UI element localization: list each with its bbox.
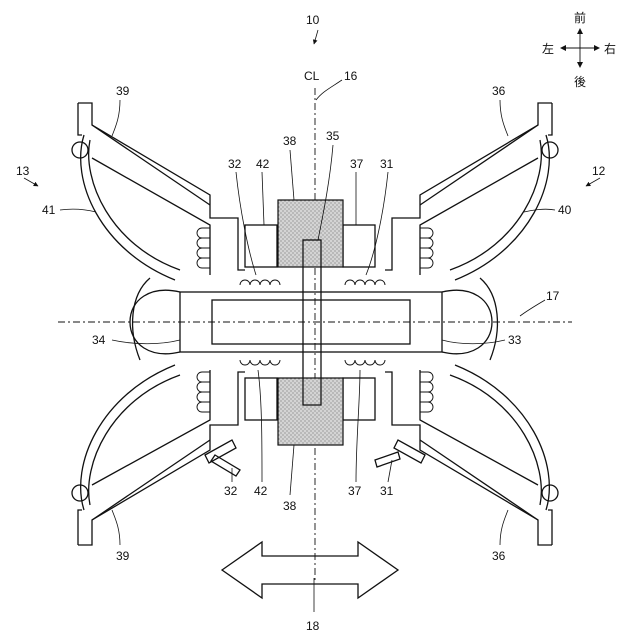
label-31-bottom: 31 xyxy=(380,484,394,498)
label-42-top: 42 xyxy=(256,157,270,171)
coil-lower-right xyxy=(345,360,385,365)
label-37-top: 37 xyxy=(350,157,364,171)
label-33: 33 xyxy=(508,333,522,347)
label-36-bottom: 36 xyxy=(492,549,506,563)
direction-compass: 前 後 左 右 xyxy=(542,10,616,89)
left-upper-housing xyxy=(72,103,245,360)
leader-38b xyxy=(290,445,294,495)
label-35: 35 xyxy=(326,129,340,143)
leader-41 xyxy=(60,209,96,212)
label-12: 12 xyxy=(592,164,606,178)
label-42-bottom: 42 xyxy=(254,484,268,498)
label-34: 34 xyxy=(92,333,106,347)
label-16: 16 xyxy=(344,69,358,83)
bellows-left-upper xyxy=(197,228,210,268)
compass-right-label: 右 xyxy=(604,41,616,56)
label-31-top: 31 xyxy=(380,157,394,171)
label-39-bottom: 39 xyxy=(116,549,130,563)
double-arrow-18 xyxy=(222,542,398,598)
compass-back-label: 後 xyxy=(574,75,586,89)
tab-31-lower xyxy=(375,452,400,467)
leader-39b xyxy=(112,510,120,545)
tab-32-lower xyxy=(211,455,240,476)
compass-left-label: 左 xyxy=(542,41,554,56)
leader-42b xyxy=(258,370,262,482)
label-18: 18 xyxy=(306,619,320,633)
leader-40 xyxy=(524,209,555,212)
leader-32a xyxy=(236,172,256,275)
block-38-upper xyxy=(278,200,343,267)
leader-10 xyxy=(314,30,318,44)
leader-42a xyxy=(262,172,264,225)
leader-39a xyxy=(112,100,120,136)
label-32-bottom: 32 xyxy=(224,484,238,498)
bellows-right-lower xyxy=(420,372,433,412)
leader-12 xyxy=(586,178,600,186)
block-38-lower xyxy=(278,378,343,445)
compass-left-arrowhead xyxy=(560,45,566,51)
leader-38a xyxy=(290,150,294,200)
right-upper-housing xyxy=(385,103,558,360)
label-41: 41 xyxy=(42,203,56,217)
label-32-top: 32 xyxy=(228,157,242,171)
left-lower-housing xyxy=(72,365,245,545)
leader-34 xyxy=(112,340,180,344)
leader-17 xyxy=(520,300,545,316)
compass-front-label: 前 xyxy=(574,10,586,25)
coil-upper-left xyxy=(240,280,280,285)
label-39-top: 39 xyxy=(116,84,130,98)
bellows-right-upper xyxy=(420,228,433,268)
leader-36a xyxy=(500,100,508,136)
label-CL: CL xyxy=(304,69,320,83)
label-37-bottom: 37 xyxy=(348,484,362,498)
label-40: 40 xyxy=(558,203,572,217)
leader-16 xyxy=(316,80,342,100)
compass-right-arrowhead xyxy=(594,45,600,51)
compass-front-arrowhead xyxy=(577,28,583,34)
leader-13 xyxy=(24,178,38,186)
leader-37b xyxy=(356,370,360,482)
label-13: 13 xyxy=(16,164,30,178)
block-37-upper xyxy=(343,225,375,267)
label-38-bottom: 38 xyxy=(283,499,297,513)
bellows-left-lower xyxy=(197,372,210,412)
label-10: 10 xyxy=(306,13,320,27)
coil-lower-left xyxy=(240,360,280,365)
compass-back-arrowhead xyxy=(577,62,583,68)
label-17: 17 xyxy=(546,289,560,303)
leader-36b xyxy=(500,510,508,545)
block-42-upper xyxy=(245,225,277,267)
right-lower-housing xyxy=(385,365,558,545)
coil-upper-right xyxy=(345,280,385,285)
label-36-top: 36 xyxy=(492,84,506,98)
leader-31a xyxy=(366,172,388,275)
label-38-top: 38 xyxy=(283,134,297,148)
